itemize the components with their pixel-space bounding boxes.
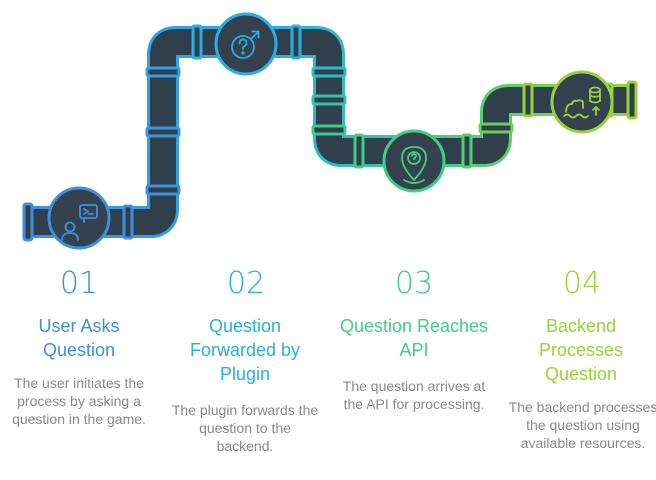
step-4-title: Backend Processes Question	[538, 316, 624, 384]
step-2-node	[214, 12, 278, 76]
step-4-node	[550, 70, 614, 134]
step-1-node	[47, 186, 111, 250]
pipe-end-cap-right	[626, 80, 638, 120]
pipe-couplings	[122, 24, 614, 240]
step-1-number: 01	[59, 266, 99, 301]
question-location-pin-icon	[401, 146, 427, 184]
step-1-title: User Asks Question	[38, 316, 120, 360]
pipe-end-cap-left	[22, 202, 34, 242]
step-4-number: 04	[562, 266, 602, 301]
database-process-icon	[563, 86, 601, 119]
step-3-description: The question arrives at the API for proc…	[342, 378, 486, 412]
pipeline-diagram	[22, 12, 638, 250]
step-4-description: The backend processes the question using…	[508, 399, 656, 451]
step-2-number: 02	[226, 266, 266, 301]
step-3-title: Question Reaches API	[339, 316, 489, 360]
step-2-title: Question Forwarded by Plugin	[189, 316, 301, 384]
user-chat-icon	[61, 204, 98, 241]
step-1-description: The user initiates the process by asking…	[12, 375, 146, 427]
step-2-description: The plugin forwards the question to the …	[171, 402, 319, 454]
step-3-number: 03	[394, 266, 434, 301]
question-arrow-icon	[231, 30, 260, 59]
step-3-node	[382, 129, 446, 193]
